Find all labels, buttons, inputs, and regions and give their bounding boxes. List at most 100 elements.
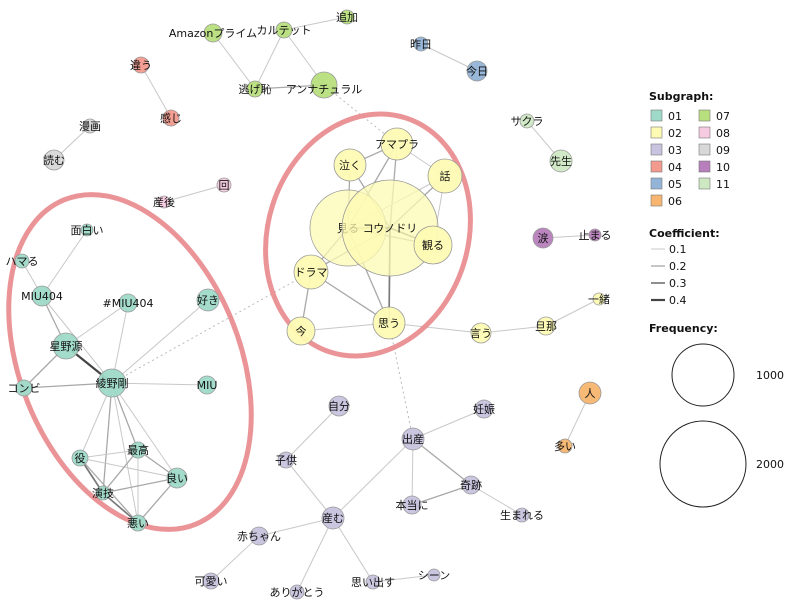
node-iu[interactable]: 言う — [470, 322, 492, 344]
edge-dashed-dorama-ayanogo — [111, 271, 312, 384]
node-circle-ninshin — [474, 399, 494, 419]
node-ayanogo[interactable]: 綾野剛 — [96, 368, 129, 398]
node-label-annachu: アンナチュラル — [286, 83, 363, 96]
node-circle-ooi — [557, 438, 573, 454]
node-warui[interactable]: 悪い — [127, 514, 149, 532]
node-akachan[interactable]: 赤ちゃん — [237, 526, 281, 546]
edge-jibun-kodomo — [285, 405, 340, 461]
node-circle-konbi — [15, 379, 33, 397]
node-amazon[interactable]: Amazonプライム — [169, 23, 257, 43]
node-dorama[interactable]: ドラマ — [293, 254, 329, 290]
node-sango[interactable]: 産後 — [153, 195, 175, 209]
node-manga[interactable]: 漫画 — [79, 118, 101, 134]
node-annachu[interactable]: アンナチュラル — [286, 71, 363, 99]
legend-subgraph-title: Subgraph: — [649, 90, 713, 103]
legend-swatch-11 — [698, 177, 711, 190]
node-engi[interactable]: 演技 — [92, 485, 114, 501]
node-circle-suki — [196, 288, 220, 312]
node-label-tsuika: 追加 — [336, 10, 358, 24]
node-hontou[interactable]: 本当に — [396, 495, 429, 515]
node-nigehaji[interactable]: 逃げ恥 — [239, 80, 272, 98]
node-label-konbi: コンビ — [8, 382, 41, 395]
node-shussan[interactable]: 出産 — [401, 427, 425, 451]
node-tomaru[interactable]: 止まる — [579, 228, 612, 242]
legend-swatch-09 — [698, 143, 711, 156]
node-label-kanji: 感じ — [160, 112, 182, 125]
node-circle-amazon — [203, 23, 223, 43]
legend-frequency-title: Frequency: — [649, 322, 718, 335]
node-kai[interactable]: 回 — [216, 177, 232, 193]
node-ima[interactable]: 今 — [286, 316, 316, 346]
node-amapura[interactable]: アマプラ — [375, 127, 419, 161]
node-kiseki[interactable]: 奇跡 — [460, 475, 482, 495]
node-suki[interactable]: 好き — [196, 288, 220, 312]
node-miru2[interactable]: 観る — [413, 225, 453, 265]
legend-swatch-label-05: 05 — [668, 178, 682, 191]
node-omoidasu[interactable]: 思い出す — [351, 574, 395, 590]
node-naku[interactable]: 泣く — [333, 148, 367, 182]
node-hamaru[interactable]: ハマる — [6, 253, 39, 269]
node-label-hamaru: ハマる — [6, 255, 39, 268]
node-circle-tsuika — [339, 9, 355, 25]
node-label-amapura: アマプラ — [375, 138, 419, 151]
edge-shussan-umu — [332, 438, 414, 519]
node-label-shussan: 出産 — [402, 432, 424, 446]
node-issho[interactable]: 一緒 — [588, 292, 610, 306]
node-hito[interactable]: 人 — [578, 381, 602, 405]
node-jibun[interactable]: 自分 — [328, 395, 350, 417]
legend-coefficient-list: 0.10.20.30.4 — [651, 243, 687, 307]
node-ooi[interactable]: 多い — [554, 438, 576, 454]
node-karutetto[interactable]: カルテット — [257, 21, 312, 39]
node-circle-jibun — [328, 395, 350, 417]
node-kawaii[interactable]: 可愛い — [195, 572, 228, 590]
node-omoshiroi[interactable]: 面白い — [71, 223, 104, 237]
edge-konbi-ayanogo — [23, 382, 113, 389]
node-shiin[interactable]: シーン — [418, 568, 450, 582]
node-hanashi[interactable]: 話 — [427, 158, 463, 194]
node-yaku[interactable]: 役 — [71, 449, 89, 467]
node-yomu[interactable]: 読む — [43, 149, 65, 171]
node-sakuya[interactable]: 昨日 — [410, 36, 432, 52]
node-chigau[interactable]: 違う — [130, 56, 152, 74]
node-label-issho: 一緒 — [588, 292, 610, 306]
node-label-sensei: 先生 — [550, 154, 572, 168]
node-umu[interactable]: 産む — [321, 506, 345, 530]
node-circle-omou — [372, 306, 406, 340]
edge-kiseki-umareru — [470, 484, 523, 516]
node-kodomo[interactable]: 子供 — [275, 451, 297, 469]
node-danna[interactable]: 旦那 — [535, 316, 557, 336]
node-label-kai: 回 — [219, 179, 230, 192]
node-omou[interactable]: 思う — [372, 306, 406, 340]
legend-swatch-label-04: 04 — [668, 161, 682, 174]
node-kyou[interactable]: 今日 — [466, 60, 488, 82]
node-arigatou[interactable]: ありがとう — [270, 584, 325, 600]
node-ninshin[interactable]: 妊娠 — [473, 399, 495, 419]
cluster-highlight-02 — [263, 111, 473, 359]
edge-kodomo-umu — [285, 459, 334, 519]
legend-swatch-07 — [698, 109, 711, 122]
node-konbi[interactable]: コンビ — [8, 379, 41, 397]
node-saikou[interactable]: 最高 — [127, 441, 149, 459]
highlight-layer — [6, 111, 473, 532]
node-namida[interactable]: 涙 — [532, 227, 554, 249]
node-circle-yaku — [71, 449, 89, 467]
legend-frequency-circle-small — [671, 343, 735, 407]
node-sensei[interactable]: 先生 — [549, 149, 573, 173]
node-circle-miu404 — [31, 285, 53, 307]
node-hoshinogen[interactable]: 星野源 — [50, 332, 83, 360]
node-sakura[interactable]: サクラ — [511, 113, 544, 129]
node-label-hoshinogen: 星野源 — [50, 339, 83, 353]
node-miu[interactable]: MIU — [197, 375, 218, 395]
edge-yaku-saikou — [79, 449, 139, 459]
node-miu404[interactable]: MIU404 — [21, 285, 63, 307]
node-circle-manga — [82, 118, 98, 134]
node-tsuika[interactable]: 追加 — [336, 9, 358, 25]
node-kanji[interactable]: 感じ — [160, 109, 182, 127]
node-umareru[interactable]: 生まれる — [500, 507, 544, 523]
node-yoi[interactable]: 良い — [166, 467, 188, 489]
legend-coefficient-title: Coefficient: — [649, 227, 720, 240]
node-label-manga: 漫画 — [79, 119, 101, 133]
legend-swatch-label-01: 01 — [668, 110, 682, 123]
node-label-sango: 産後 — [153, 195, 175, 209]
node-hmiu404[interactable]: #MIU404 — [103, 293, 154, 313]
